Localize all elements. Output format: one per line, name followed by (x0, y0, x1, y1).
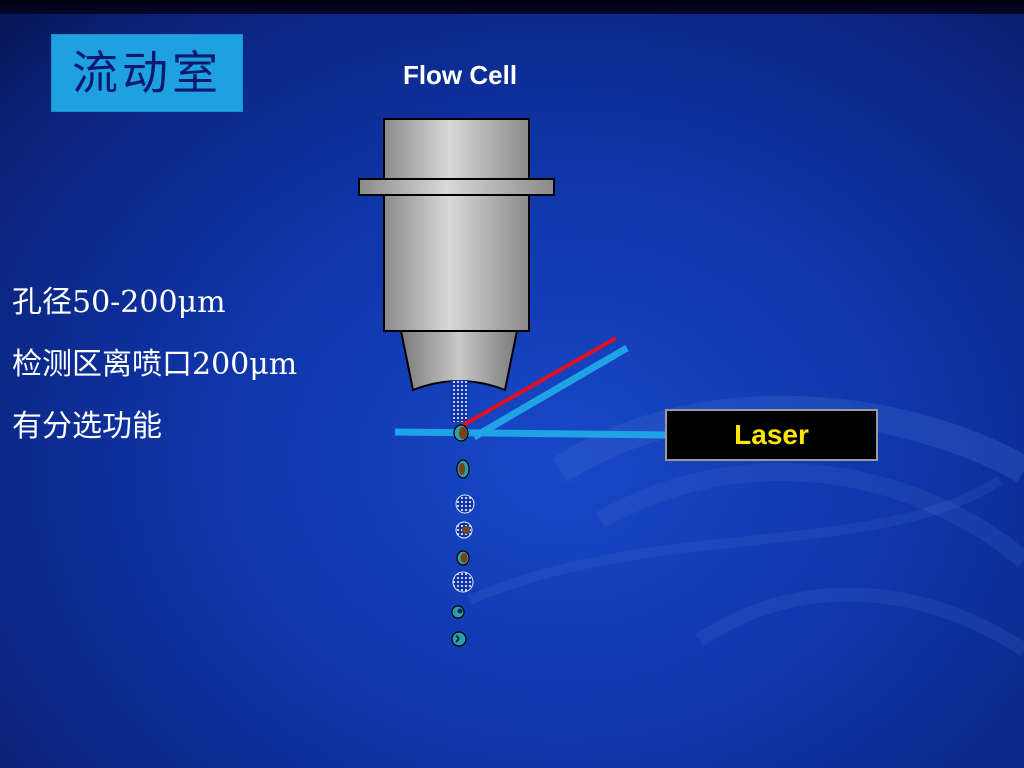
bullet-detection-zone: 检测区离喷口200μm (12, 347, 298, 382)
cell (451, 605, 465, 619)
bullet-sorting: 有分选功能 (12, 409, 162, 444)
cell (456, 550, 470, 566)
cell (453, 424, 469, 442)
cell (455, 521, 473, 539)
laser-label: Laser (734, 419, 809, 450)
slide-title: 流动室 (72, 46, 222, 100)
cell (455, 494, 475, 514)
laser-beam (394, 344, 669, 441)
top-bar (0, 0, 1024, 14)
sheath-stream (451, 380, 468, 422)
bullet-aperture: 孔径50-200μm (12, 285, 226, 320)
flow-cell-label: Flow Cell (402, 60, 518, 90)
bullet-list: 孔径50-200μm 检测区离喷口200μm 有分选功能 (12, 280, 297, 466)
scatter-beam (457, 336, 617, 430)
cell-stream (451, 424, 475, 647)
title-box: 流动室 (51, 34, 243, 112)
cell (451, 631, 467, 647)
nozzle (358, 118, 555, 392)
cell (456, 459, 470, 479)
cell (452, 571, 474, 593)
laser-box: Laser (665, 409, 878, 461)
